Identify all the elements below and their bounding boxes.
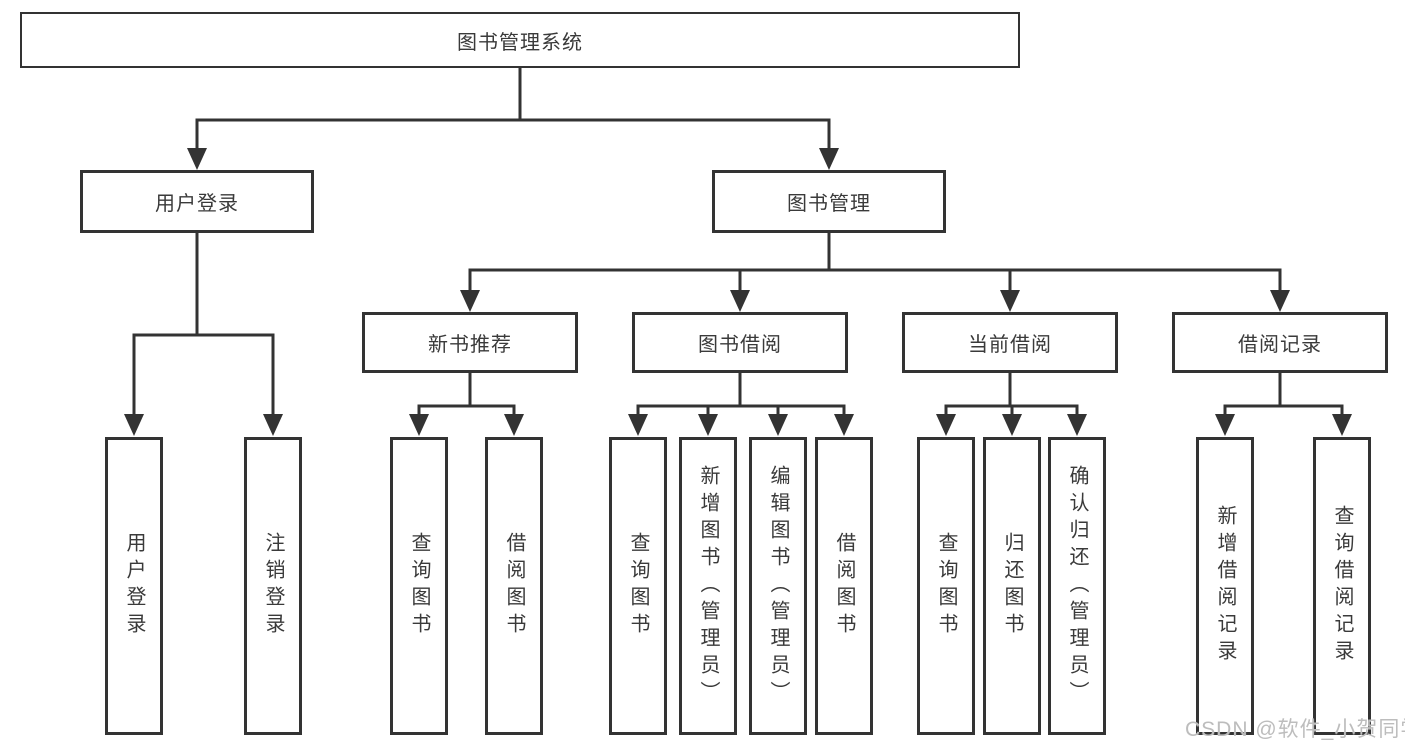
node-label: 用户登录 (155, 193, 239, 215)
leaf-label: 借阅图书 (833, 532, 855, 640)
node-label: 新书推荐 (428, 334, 512, 356)
node-user-login: 用户登录 (80, 170, 314, 233)
leaf-add-book-admin: 新增图书（管理员） (679, 437, 737, 735)
leaf-user-login: 用户登录 (105, 437, 163, 735)
leaf-search-books-current: 查询图书 (917, 437, 975, 735)
leaf-search-books-recommend: 查询图书 (390, 437, 448, 735)
leaf-search-borrow-record: 查询借阅记录 (1313, 437, 1371, 735)
node-label: 图书管理系统 (457, 31, 583, 54)
leaf-borrow-books-borrowing: 借阅图书 (815, 437, 873, 735)
leaf-label: 确认归还（管理员） (1066, 464, 1088, 708)
leaf-label: 新增图书（管理员） (697, 464, 719, 708)
node-book-management: 图书管理 (712, 170, 946, 233)
leaf-label: 查询图书 (627, 532, 649, 640)
node-label: 图书管理 (787, 193, 871, 215)
leaf-add-borrow-record: 新增借阅记录 (1196, 437, 1254, 735)
node-borrowing-records: 借阅记录 (1172, 312, 1388, 373)
leaf-search-books-borrowing: 查询图书 (609, 437, 667, 735)
node-new-book-recommendation: 新书推荐 (362, 312, 578, 373)
node-label: 当前借阅 (968, 334, 1052, 356)
node-label: 借阅记录 (1238, 334, 1322, 356)
leaf-borrow-books-recommend: 借阅图书 (485, 437, 543, 735)
leaf-label: 查询图书 (935, 532, 957, 640)
leaf-label: 归还图书 (1001, 532, 1023, 640)
leaf-label: 新增借阅记录 (1214, 505, 1236, 667)
csdn-watermark: CSDN @软件_小贺同学 (1185, 718, 1405, 741)
leaf-confirm-return-admin: 确认归还（管理员） (1048, 437, 1106, 735)
node-library-management-system: 图书管理系统 (20, 12, 1020, 68)
node-current-borrowing: 当前借阅 (902, 312, 1118, 373)
leaf-logout: 注销登录 (244, 437, 302, 735)
leaf-edit-book-admin: 编辑图书（管理员） (749, 437, 807, 735)
leaf-return-books: 归还图书 (983, 437, 1041, 735)
leaf-label: 查询图书 (408, 532, 430, 640)
leaf-label: 查询借阅记录 (1331, 505, 1353, 667)
leaf-label: 编辑图书（管理员） (767, 464, 789, 708)
node-label: 图书借阅 (698, 334, 782, 356)
leaf-label: 用户登录 (123, 532, 145, 640)
node-book-borrowing: 图书借阅 (632, 312, 848, 373)
leaf-label: 借阅图书 (503, 532, 525, 640)
leaf-label: 注销登录 (262, 532, 284, 640)
